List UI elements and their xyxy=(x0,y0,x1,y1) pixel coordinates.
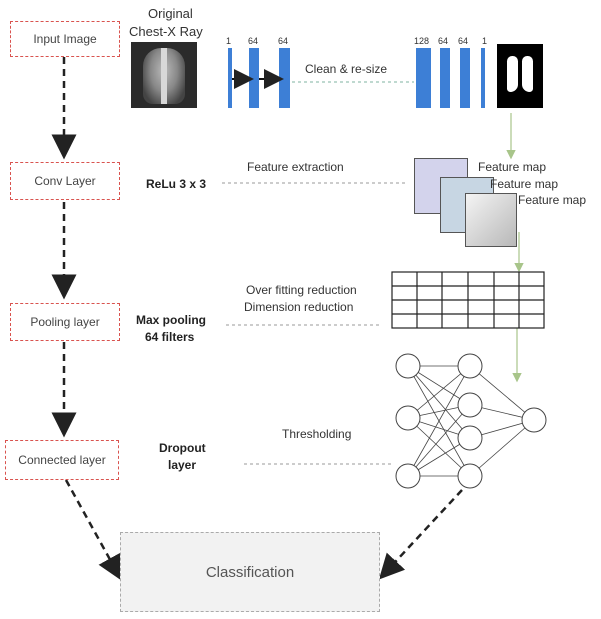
feature-extraction-label: Feature extraction xyxy=(247,160,344,174)
nn-node-layer-2 xyxy=(457,425,483,451)
encoder-bar-3 xyxy=(279,48,290,108)
conv-activation-label: ReLu 3 x 3 xyxy=(146,177,207,191)
chest-xray-image xyxy=(131,42,197,108)
decoder-channel-label-128: 128 xyxy=(414,36,430,46)
encoder-bar-1 xyxy=(228,48,232,108)
nn-node-layer-2 xyxy=(457,392,483,418)
decoder-channel-label-64a: 64 xyxy=(438,36,449,46)
clean-resize-label: Clean & re-size xyxy=(305,62,388,76)
filters-label: 64 filters xyxy=(145,330,195,344)
encoder-bar-2 xyxy=(249,48,259,108)
encoder-channel-label-1: 1 xyxy=(226,36,232,46)
encoder-channel-label-2: 64 xyxy=(248,36,259,46)
dropout-label-line2: layer xyxy=(168,458,197,472)
nn-connection xyxy=(407,404,471,477)
encoder-channel-label-3: 64 xyxy=(278,36,289,46)
feature-map-label-2: Feature map xyxy=(490,177,559,191)
thresholding-label: Thresholding xyxy=(282,427,352,441)
arrow-network-to-classification xyxy=(378,489,463,580)
decoder-channel-label-64b: 64 xyxy=(458,36,469,46)
neural-network xyxy=(395,353,547,489)
feature-map-label-3: Feature map xyxy=(518,193,587,207)
nn-connection xyxy=(407,417,471,477)
nn-node-layer-3 xyxy=(521,407,547,433)
stage-input-image: Input Image xyxy=(10,21,120,57)
xray-caption-line2: Chest-X Ray xyxy=(129,24,203,39)
stage-connected-layer: Connected layer xyxy=(5,440,119,480)
dimension-reduction-label: Dimension reduction xyxy=(244,300,354,314)
nn-connection xyxy=(469,419,535,477)
lung-mask-image xyxy=(497,44,543,108)
overfitting-reduction-label: Over fitting reduction xyxy=(246,283,357,297)
nn-node-layer-1 xyxy=(395,405,421,431)
nn-connection xyxy=(407,365,471,439)
arrow-connected-to-classification xyxy=(64,479,122,581)
nn-node-layer-1 xyxy=(395,353,421,379)
feature-map-label-1: Feature map xyxy=(478,160,547,174)
nn-connection xyxy=(407,365,471,419)
decoder-channel-label-1: 1 xyxy=(482,36,488,46)
nn-connection xyxy=(469,365,535,421)
decoder-bar-64b xyxy=(460,48,470,108)
decoder-bar-64a xyxy=(440,48,450,108)
nn-node-layer-2 xyxy=(457,463,483,489)
max-pooling-label: Max pooling xyxy=(136,313,206,327)
nn-node-layer-1 xyxy=(395,463,421,489)
xray-caption-line1: Original xyxy=(148,6,193,21)
nn-node-layer-2 xyxy=(457,353,483,379)
pooling-grid xyxy=(391,271,545,329)
feature-map-front xyxy=(465,193,517,247)
decoder-bar-128 xyxy=(416,48,431,108)
decoder-bar-1 xyxy=(481,48,485,108)
nn-connection xyxy=(407,365,471,477)
stage-conv-layer: Conv Layer xyxy=(10,162,120,200)
stage-classification: Classification xyxy=(120,532,380,612)
dropout-label-line1: Dropout xyxy=(159,441,206,455)
stage-pooling-layer: Pooling layer xyxy=(10,303,120,341)
